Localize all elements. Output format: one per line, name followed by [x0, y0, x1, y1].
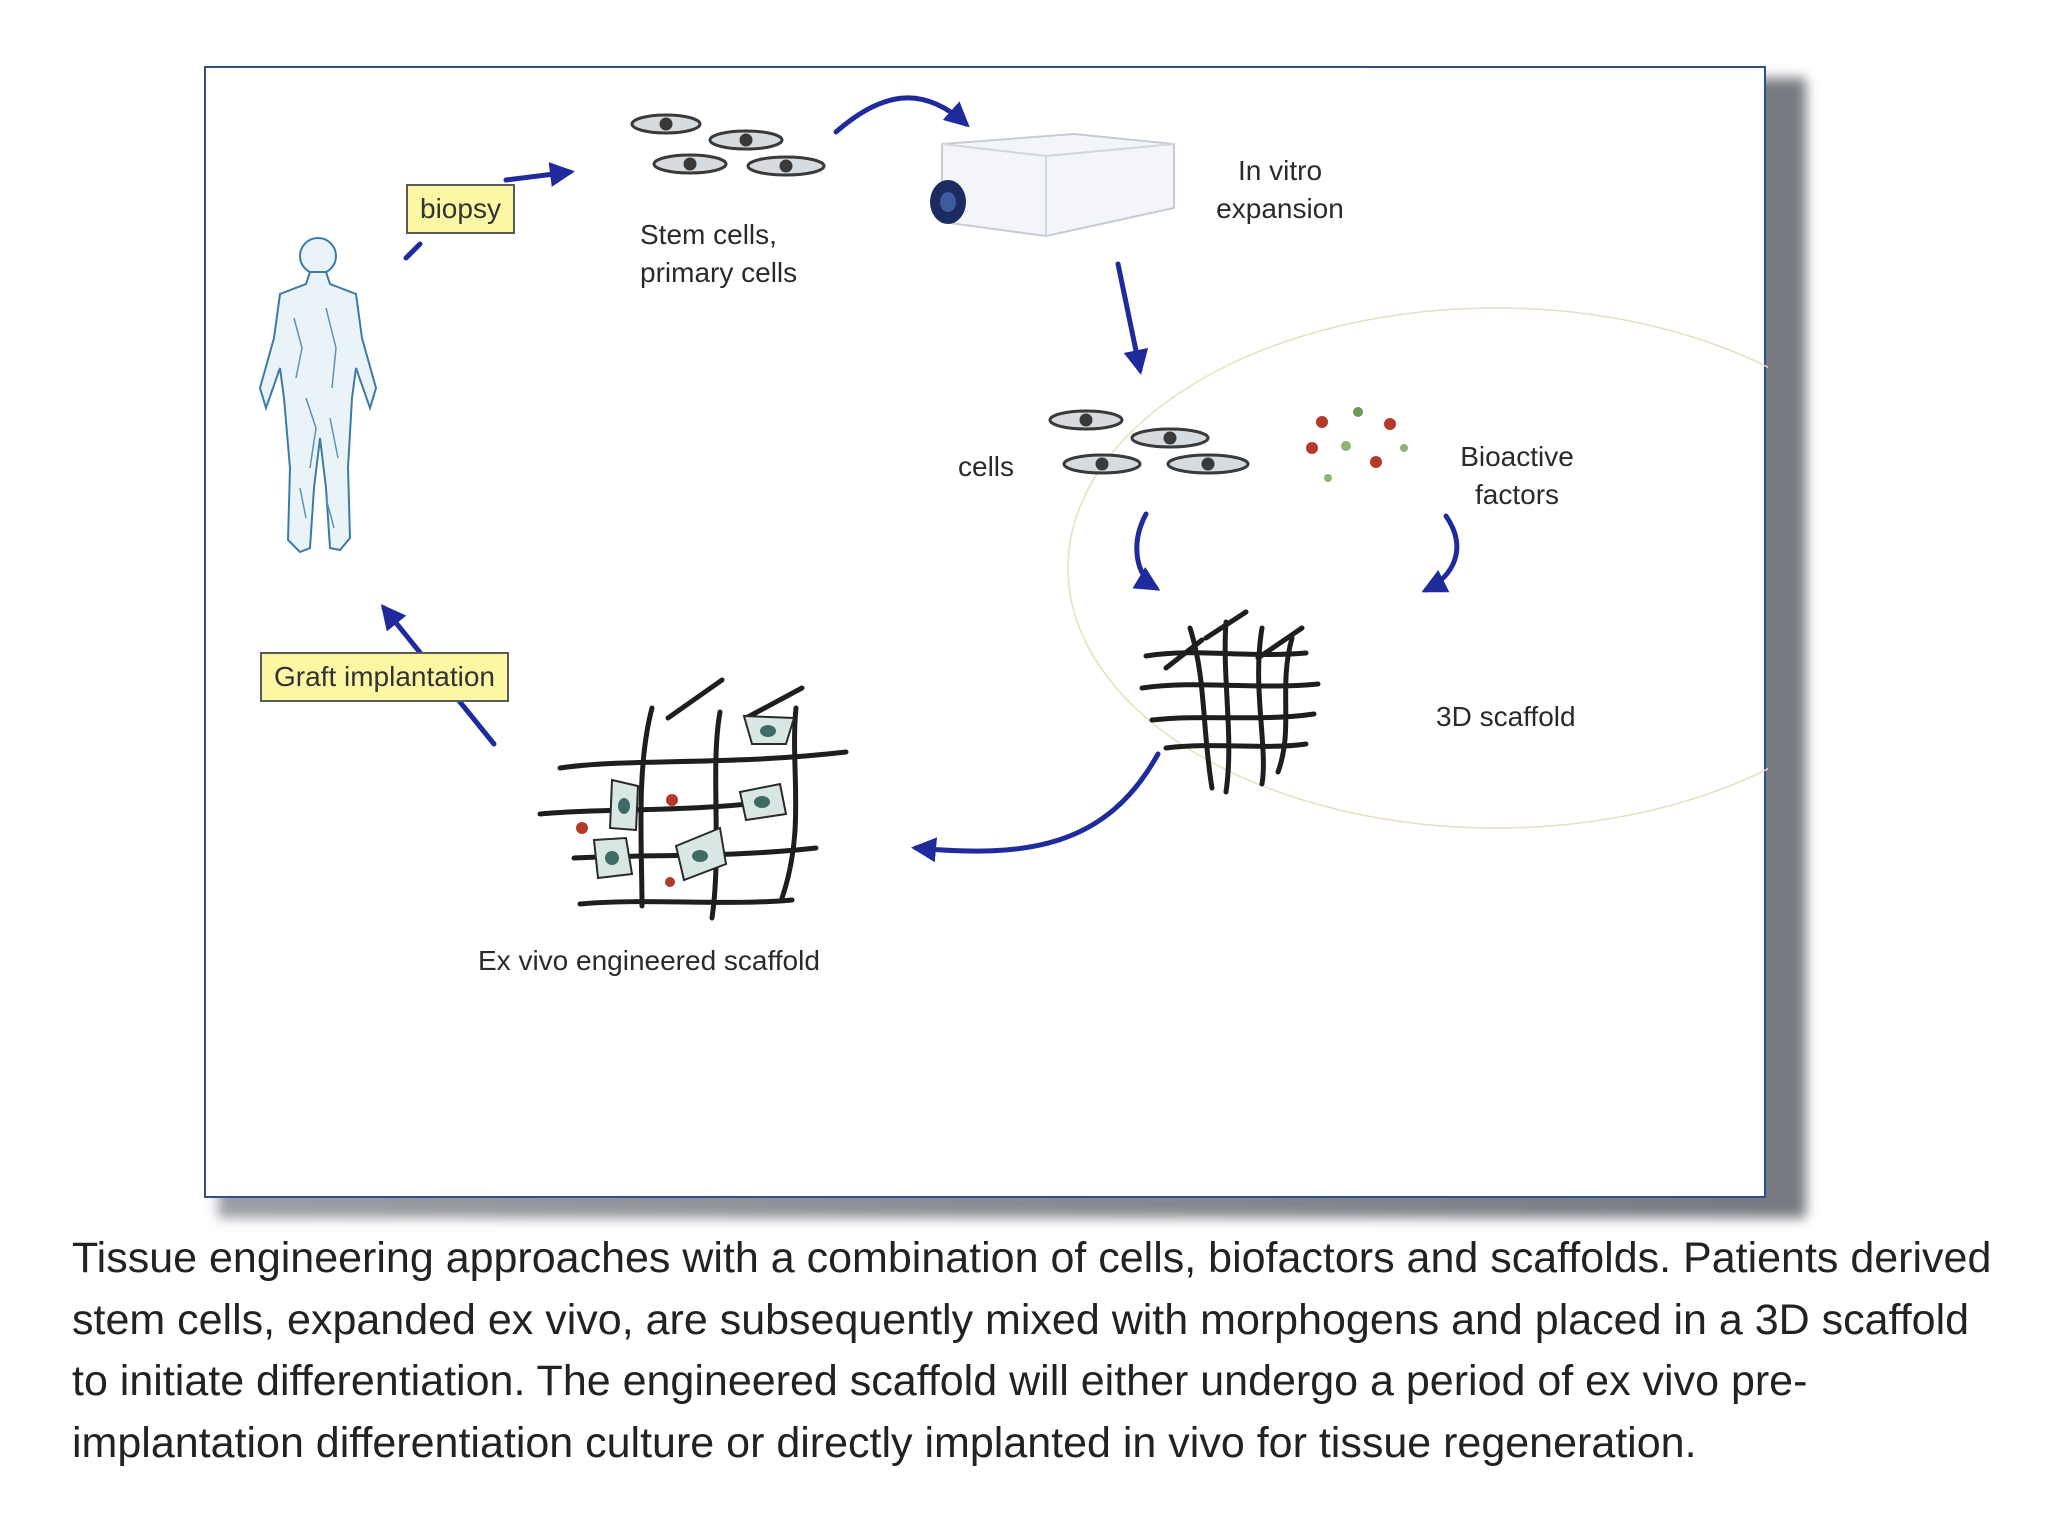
- bioactive-factors-icon: [1306, 407, 1408, 482]
- arrow-cells-to-scaffold: [1132, 511, 1161, 591]
- process-arrows: [380, 95, 1460, 863]
- arrow-to-bioreactor: [833, 95, 970, 135]
- in-vitro-label: In vitro expansion: [1216, 155, 1344, 224]
- ex-vivo-label: Ex vivo engineered scaffold: [478, 945, 820, 976]
- graft-implantation-tag: Graft implantation: [260, 652, 509, 702]
- stem-cells-icon: [630, 113, 826, 177]
- arrow-to-culture: [1115, 261, 1149, 375]
- culture-ellipse: [1067, 307, 1768, 829]
- human-body-icon: [258, 237, 378, 554]
- arrow-biopsy: [403, 241, 423, 261]
- biopsy-tag: biopsy: [406, 184, 515, 234]
- arrow-factors-to-scaffold: [1421, 513, 1460, 593]
- figure-frame: biopsy Stem cells, primary cells In vitr…: [204, 66, 1768, 1198]
- bioreactor-icon: [930, 132, 1175, 238]
- bioactive-label: Bioactive factors: [1460, 441, 1574, 510]
- cells-label: cells: [958, 451, 1015, 482]
- engineered-scaffold-icon: [537, 677, 849, 921]
- scaffold-3d-icon: [1139, 609, 1321, 795]
- cells-icon: [1048, 409, 1250, 475]
- stem-cells-label: Stem cells, primary cells: [640, 219, 798, 288]
- scaffold-3d-label: 3D scaffold: [1436, 701, 1576, 732]
- arrow-to-cells: [503, 162, 575, 187]
- arrow-to-engineered: [911, 751, 1161, 863]
- figure-caption: Tissue engineering approaches with a com…: [72, 1234, 1992, 1467]
- tissue-engineering-diagram: [258, 95, 1768, 921]
